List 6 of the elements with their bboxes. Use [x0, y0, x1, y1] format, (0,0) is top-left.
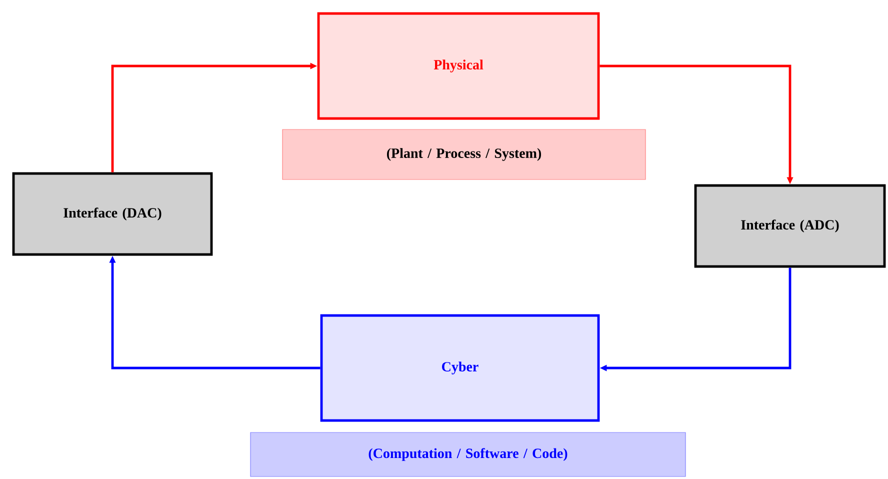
caption-box: (Plant / Process / System) — [282, 129, 646, 180]
interface-box: Interface (ADC) — [694, 184, 886, 268]
process-box: Cyber — [320, 314, 600, 422]
interface-box: Interface (DAC) — [12, 172, 213, 256]
process-box: Physical — [317, 12, 600, 120]
caption-box: (Computation / Software / Code) — [250, 432, 686, 477]
